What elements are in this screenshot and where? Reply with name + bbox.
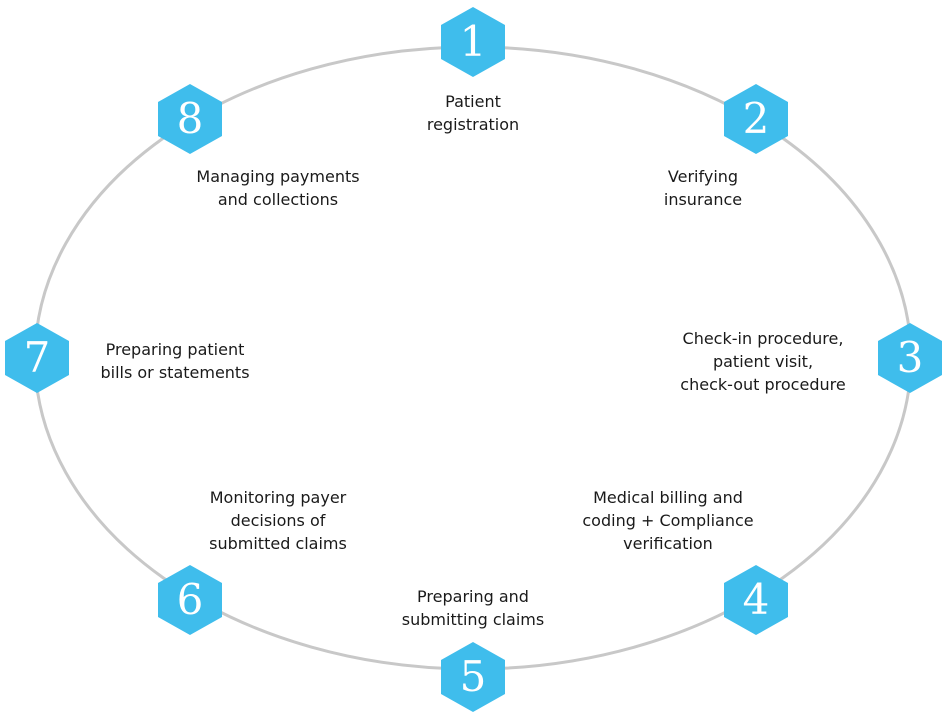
step-3-number: 3 <box>896 333 924 382</box>
step-4-hexagon: 4 <box>723 564 789 636</box>
step-8-number: 8 <box>176 94 204 143</box>
step-8-hexagon: 8 <box>157 83 223 155</box>
step-7-label: Preparing patient bills or statements <box>100 340 250 382</box>
step-5-number: 5 <box>459 652 487 701</box>
step-1-hexagon: 1 <box>440 6 506 78</box>
step-2-number: 2 <box>742 94 770 143</box>
step-8-label: Managing payments and collections <box>196 167 360 209</box>
step-3-hexagon: 3 <box>877 322 943 394</box>
step-6-label: Monitoring payer decisions of submitted … <box>209 488 347 553</box>
step-7-number: 7 <box>23 333 51 382</box>
step-1-label: Patient registration <box>426 92 520 134</box>
step-3-label: Check-in procedure, patient visit, check… <box>680 329 846 394</box>
step-2-label: Verifying insurance <box>663 167 743 209</box>
step-6-number: 6 <box>176 575 204 624</box>
step-6-hexagon: 6 <box>157 564 223 636</box>
step-7-hexagon: 7 <box>4 322 70 394</box>
step-4-number: 4 <box>742 575 770 624</box>
step-4-label: Medical billing and coding + Compliance … <box>582 488 754 553</box>
step-1-number: 1 <box>459 17 487 66</box>
step-5-hexagon: 5 <box>440 641 506 713</box>
step-5-label: Preparing and submitting claims <box>401 587 545 629</box>
step-2-hexagon: 2 <box>723 83 789 155</box>
